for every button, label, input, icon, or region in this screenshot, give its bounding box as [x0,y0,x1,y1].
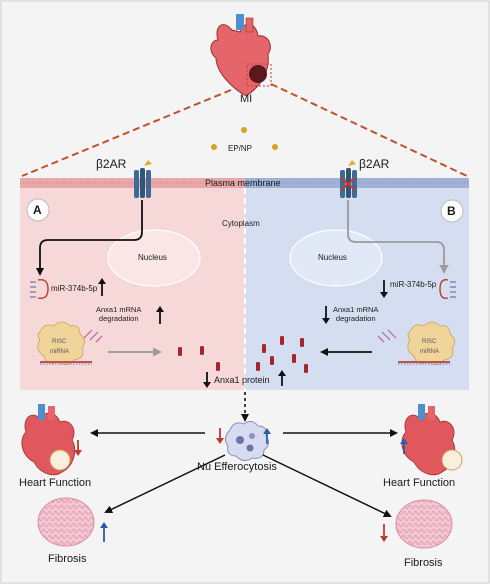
receptor-label-right: β2AR [359,157,390,171]
b2ar-receptor-right [340,160,357,198]
zoom-line-left [21,89,232,177]
badge-b-circle [440,199,464,223]
fibrosis-label-right: Fibrosis [404,557,443,569]
risc-label-a: RISC [52,339,67,345]
fibrosis-tissue-right [395,499,453,549]
badge-a-circle [26,198,50,222]
heart-function-label-right: Heart Function [383,477,456,489]
ligand-label: EP/NP [228,144,253,153]
receptor-label-left: β2AR [96,157,127,171]
risc-label-b: RISC [422,339,437,345]
nucleus-label-a: Nucleus [138,253,167,262]
mi-label: MI [240,93,253,105]
fibrosis-tissue-left [37,497,95,547]
heart-function-down-arrow [74,440,82,456]
protein-label: Anxa1 protein [214,375,270,385]
mrna-down-arrow-b [322,306,330,324]
ligand-dot [211,144,217,150]
risc-mirna-label-b: miRNA [420,349,439,355]
badge-a-label: A [33,203,42,217]
anxa1-protein-cluster-a [178,346,220,371]
nucleus-left [107,229,201,287]
efferocytosis-label: Nu Efferocytosis [197,461,277,473]
cytoplasm-label: Cytoplasm [222,219,260,228]
fibrosis-down-arrow [380,524,388,542]
signal-arrow-b [347,200,449,274]
b2ar-receptor-left [134,160,152,198]
macrophage-icon [224,420,270,462]
heart-icon-right [401,404,463,476]
zoom-line-right [270,83,468,177]
mrna-up-arrow-a [156,306,164,324]
arrow-to-right-fibrosis [262,454,392,518]
ligand-dot [241,127,247,133]
heart-icon-left [21,404,76,476]
signal-arrow-a [36,200,143,276]
arrow-to-left-fibrosis [104,454,226,514]
protein-up-arrow [278,370,286,386]
nucleus-right [289,229,383,287]
mirna-down-arrow-b [380,280,388,298]
heart-function-up-arrow [400,438,408,454]
efferocytosis-down-arrow [216,428,224,444]
protein-down-arrow [203,372,211,388]
membrane-left [20,178,245,188]
mirna-up-arrow-a [98,278,106,296]
membrane-label: Plasma membrane [205,178,281,188]
risc-complex-left [37,321,103,365]
mrna-label-b: Anxa1 mRNA degradation [333,305,379,323]
fibrosis-up-arrow [100,522,108,542]
badge-b-label: B [447,204,456,218]
heart-function-label-left: Heart Function [19,477,92,489]
mrna-label-a: Anxa1 mRNA degradation [96,305,142,323]
mirna-hairpin-left [30,279,49,299]
risc-mirna-label-a: miRNA [50,349,69,355]
mirna-label-b: miR-374b-5p [390,280,437,289]
efferocytosis-up-arrow [263,428,271,444]
fibrosis-label-left: Fibrosis [48,553,87,565]
nucleus-label-b: Nucleus [318,253,347,262]
risc-complex-right [377,321,455,365]
mirna-hairpin-right [439,279,456,299]
heart-mi-icon [210,14,272,97]
anxa1-protein-cluster-b [256,336,308,373]
ligand-dot [272,144,278,150]
mirna-label-a: miR-374b-5p [51,284,98,293]
